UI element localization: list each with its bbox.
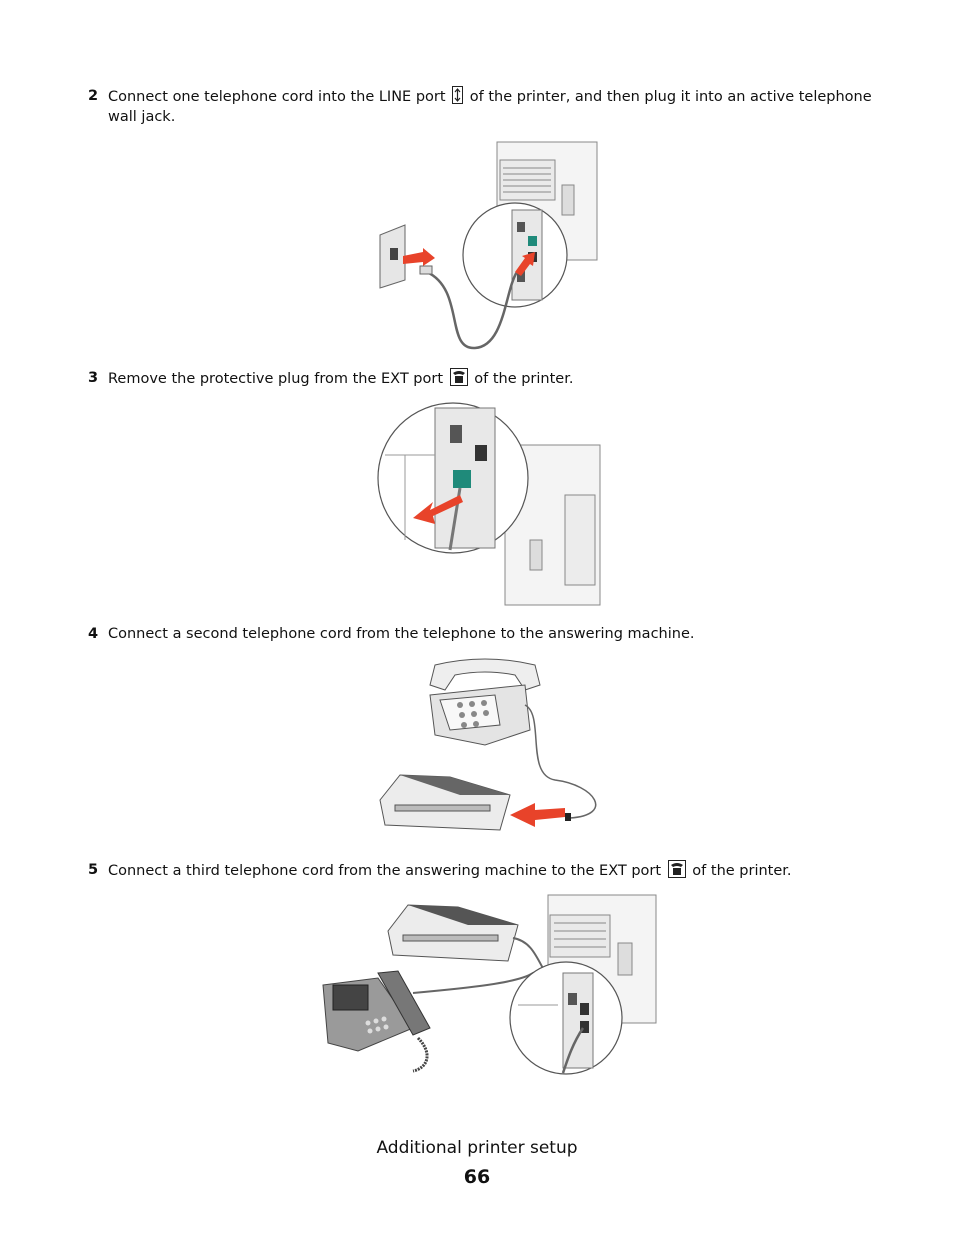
- step-5: 5 Connect a third telephone cord from th…: [88, 860, 878, 881]
- figure-telephone-to-answering-machine: [379, 658, 597, 831]
- answering-machine-illustration: [379, 774, 511, 831]
- ext-port-icon: [449, 368, 468, 386]
- page-number: 66: [463, 1166, 491, 1188]
- footer-section-title: Additional printer setup: [376, 1138, 578, 1158]
- port-detail: [385, 407, 496, 549]
- insert-arrow-icon: [510, 803, 565, 827]
- cord-plug: [565, 813, 571, 821]
- step-text: Connect one telephone cord into the LINE…: [108, 86, 878, 127]
- step-2: 2 Connect one telephone cord into the LI…: [88, 86, 878, 127]
- remove-arrow-icon: [413, 495, 463, 524]
- telephone-illustration: [322, 970, 431, 1052]
- telephone-cord: [561, 1027, 585, 1074]
- telephone-cord: [524, 704, 597, 819]
- step-number: 5: [88, 862, 99, 878]
- step-number: 4: [88, 626, 99, 642]
- coiled-cord: [412, 1036, 429, 1073]
- line-port-icon: [452, 86, 464, 104]
- answering-machine-illustration: [387, 904, 519, 962]
- figure-remove-ext-plug: [377, 402, 601, 606]
- figure-answering-machine-to-ext-port: [322, 894, 657, 1075]
- step-number: 3: [88, 370, 99, 386]
- step-3: 3 Remove the protective plug from the EX…: [88, 368, 878, 389]
- step-number: 2: [88, 88, 99, 104]
- wall-jack-illustration: [379, 224, 406, 289]
- figure-line-port-connection: [379, 141, 598, 350]
- step-text: Connect a third telephone cord from the …: [108, 860, 878, 881]
- insert-arrow-icon: [403, 248, 435, 266]
- step-4: 4 Connect a second telephone cord from t…: [88, 624, 878, 644]
- port-detail: [518, 972, 594, 1069]
- step-text: Remove the protective plug from the EXT …: [108, 368, 878, 389]
- insert-arrow-icon: [515, 252, 535, 276]
- telephone-illustration: [429, 658, 541, 746]
- step-text: Connect a second telephone cord from the…: [108, 626, 695, 642]
- telephone-cord: [426, 270, 519, 350]
- ext-port-icon: [667, 860, 686, 878]
- cord-plug: [419, 265, 433, 275]
